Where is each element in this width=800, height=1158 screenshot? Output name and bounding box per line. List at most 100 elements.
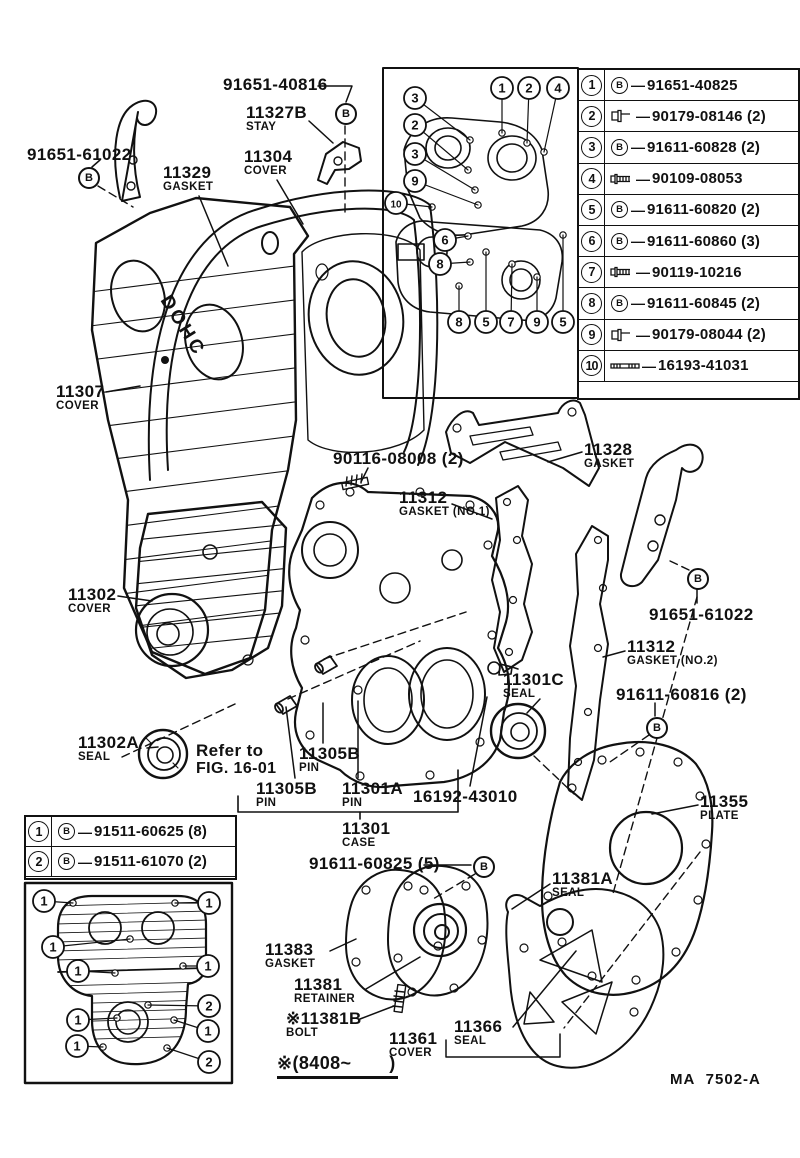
part-number: 91611-60860 (3) xyxy=(647,232,761,250)
row-part-cell: B—91651-40825 xyxy=(605,70,798,100)
case-group-bracket xyxy=(237,769,459,820)
bracket-91651-61022-left xyxy=(114,99,158,202)
circled-number: 10 xyxy=(581,355,602,377)
part-code: 11383 xyxy=(265,940,314,959)
svg-text:3: 3 xyxy=(411,147,418,162)
callout-1 xyxy=(66,959,90,983)
circle-b-icon: B xyxy=(611,232,628,250)
part-code: Refer to xyxy=(196,741,264,760)
part-kind: PIN xyxy=(299,761,320,774)
flange-nut-icon xyxy=(611,328,630,341)
svg-text:1: 1 xyxy=(74,1013,81,1028)
leader-dash: — xyxy=(78,823,92,840)
cover-11307: DOHC xyxy=(90,196,310,676)
part-kind: GASKET xyxy=(584,457,635,470)
part-code: 91651-61022 xyxy=(649,605,754,624)
hardware-table-row: 10—16193-41031 xyxy=(579,350,798,382)
stud-90116 xyxy=(340,473,370,491)
callout-9 xyxy=(403,169,427,193)
callout-1 xyxy=(196,1019,220,1043)
part-code: 91651-40816 xyxy=(223,75,328,94)
bottom-inset-box xyxy=(23,881,234,1085)
part-code: ※11381B xyxy=(286,1009,362,1028)
circle-b-icon: B xyxy=(58,823,75,840)
row-part-cell: —90119-10216 xyxy=(605,257,798,287)
part-code: 16192-43010 xyxy=(413,787,518,806)
part-code: 11305B xyxy=(299,744,361,763)
label-p91651_40816: 91651-40816 xyxy=(223,76,328,94)
seal-11301C xyxy=(489,702,547,760)
callout-10 xyxy=(384,191,408,215)
part-kind: BOLT xyxy=(286,1026,319,1039)
callout-7 xyxy=(499,310,523,334)
svg-text:1: 1 xyxy=(204,959,211,974)
part-kind: PIN xyxy=(342,796,363,809)
bracket-91651-61022-right xyxy=(619,443,704,588)
callout-1 xyxy=(196,954,220,978)
dohc-lettering: DOHC xyxy=(156,292,210,361)
row-part-cell: —90109-08053 xyxy=(605,164,798,194)
leader-dash: — xyxy=(631,233,645,250)
b-marker-icon: B xyxy=(473,856,495,878)
part-code: 11312 xyxy=(627,637,676,656)
svg-text:2: 2 xyxy=(205,999,212,1014)
callout-9 xyxy=(525,310,549,334)
part-kind: COVER xyxy=(244,164,287,177)
row-number-cell: 9 xyxy=(579,319,605,350)
row-number-cell: 4 xyxy=(579,163,605,194)
part-code: 11301C xyxy=(503,670,565,689)
callout-4 xyxy=(546,76,570,100)
circle-b-icon: B xyxy=(611,294,628,312)
b-marker-icon: B xyxy=(646,717,668,739)
callout-8 xyxy=(447,310,471,334)
part-code: 11329 xyxy=(163,163,212,182)
gasket-11383 xyxy=(345,868,447,1001)
part-code: 11355 xyxy=(700,792,749,811)
production-note-text: ※(8408~ ) xyxy=(277,1054,398,1079)
circled-number: 9 xyxy=(581,324,602,346)
svg-text:2: 2 xyxy=(411,118,418,133)
part-kind: SEAL xyxy=(503,687,536,700)
row-number-cell: 7 xyxy=(579,257,605,288)
gasket-11328 xyxy=(445,399,600,487)
circled-number: 4 xyxy=(581,168,602,190)
circled-number: 2 xyxy=(581,105,602,127)
callout-6 xyxy=(433,228,457,252)
part-kind: SEAL xyxy=(454,1034,487,1047)
leader-dash: — xyxy=(636,264,650,281)
part-number: 90109-08053 xyxy=(652,170,743,188)
circled-number: 6 xyxy=(581,230,602,252)
circle-b-icon: B xyxy=(611,76,628,94)
svg-text:8: 8 xyxy=(436,257,443,272)
part-kind: FIG. 16-01 xyxy=(196,759,277,777)
svg-text:8: 8 xyxy=(455,315,462,330)
callout-2 xyxy=(197,1050,221,1074)
callout-1 xyxy=(197,891,221,915)
part-kind: PLATE xyxy=(700,809,739,822)
svg-text:1: 1 xyxy=(73,1039,80,1054)
part-kind: SEAL xyxy=(552,886,585,899)
leader-dash: — xyxy=(642,357,656,374)
plug-16192 xyxy=(487,661,519,676)
part-kind: RETAINER xyxy=(294,992,356,1005)
part-kind: PIN xyxy=(256,796,277,809)
callout-2 xyxy=(197,994,221,1018)
row-number-cell: 5 xyxy=(579,194,605,225)
b-marker-icon: B xyxy=(78,167,100,189)
circled-number: 2 xyxy=(28,851,49,872)
svg-text:3: 3 xyxy=(411,91,418,106)
part-code: 11328 xyxy=(584,440,633,459)
production-note: ※(8408~ ) xyxy=(277,1054,398,1079)
